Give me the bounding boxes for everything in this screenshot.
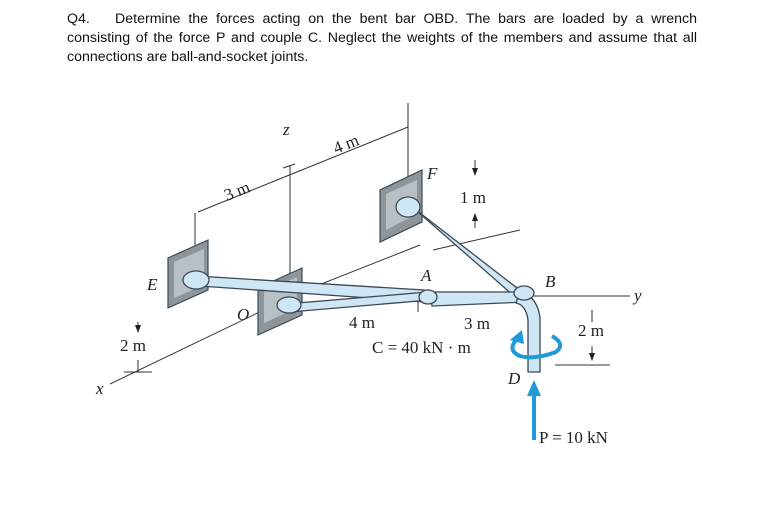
force-p-arrow: [527, 380, 541, 440]
label-y: y: [632, 286, 642, 305]
bar-members: [195, 204, 541, 373]
dim-label-2m-left: 2 m: [120, 336, 146, 355]
joint-o: [276, 296, 302, 314]
label-z: z: [282, 120, 290, 139]
label-x: x: [95, 379, 104, 398]
bar-ab: [429, 291, 528, 307]
question-number: Q4.: [67, 11, 90, 27]
dimension-lines: [109, 103, 630, 385]
label-e: E: [146, 275, 158, 294]
couple-c-arrow: [510, 330, 563, 360]
question-text: Q4.Determine the forces acting on the be…: [67, 10, 697, 67]
dim-tick-mid: [282, 163, 296, 169]
x-axis-line: [109, 307, 269, 385]
dim-label-1m: 1 m: [460, 188, 486, 207]
bar-fb: [409, 204, 532, 304]
label-d: D: [507, 369, 521, 388]
label-b: B: [545, 272, 556, 291]
dim-label-4m-top: 4 m: [330, 130, 361, 157]
dim-label-2m-right: 2 m: [578, 321, 604, 340]
joint-a: [418, 289, 438, 305]
joint-f: [395, 196, 421, 218]
joint-b: [513, 285, 535, 301]
couple-label: C = 40 kN · m: [372, 338, 471, 357]
bar-bd: [515, 289, 541, 373]
question-body: Determine the forces acting on the bent …: [67, 11, 697, 65]
dim-label-3m-bottom: 3 m: [464, 314, 490, 333]
joints: [182, 196, 535, 314]
label-f: F: [426, 164, 438, 183]
dim-line-top: [197, 126, 409, 213]
ground-line-right: [432, 229, 521, 251]
dim-label-4m-bottom: 4 m: [349, 313, 375, 332]
dim-label-3m-top: 3 m: [221, 177, 252, 204]
label-a: A: [420, 266, 432, 285]
label-o: O: [237, 305, 249, 324]
joint-e: [182, 270, 210, 290]
force-label: P = 10 kN: [539, 428, 608, 447]
